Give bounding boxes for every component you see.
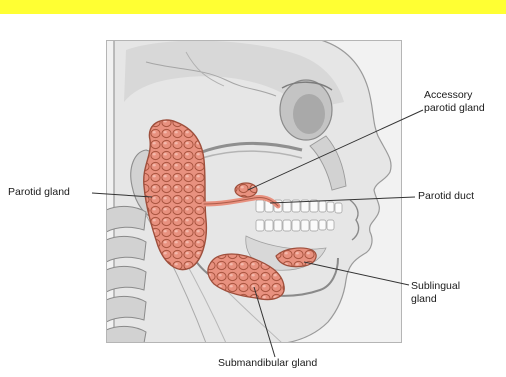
label-sublingual-line-1: Sublingual bbox=[411, 280, 491, 293]
label-sublingual-gland: Sublingual gland bbox=[411, 280, 491, 306]
label-sublingual-line-2: gland bbox=[411, 293, 491, 306]
label-parotid-duct: Parotid duct bbox=[418, 190, 474, 203]
leader-parotid-gland bbox=[92, 193, 152, 197]
label-submandibular-gland: Submandibular gland bbox=[218, 357, 317, 370]
leader-submandibular bbox=[254, 287, 275, 357]
leader-accessory-parotid bbox=[248, 110, 423, 190]
label-parotid-gland: Parotid gland bbox=[8, 186, 70, 199]
label-accessory-line-1: Accessory bbox=[424, 89, 506, 102]
label-accessory-line-2: parotid gland bbox=[424, 102, 506, 115]
leader-parotid-duct bbox=[270, 197, 415, 203]
leader-sublingual bbox=[304, 262, 409, 285]
label-accessory-parotid-gland: Accessory parotid gland bbox=[424, 89, 506, 115]
